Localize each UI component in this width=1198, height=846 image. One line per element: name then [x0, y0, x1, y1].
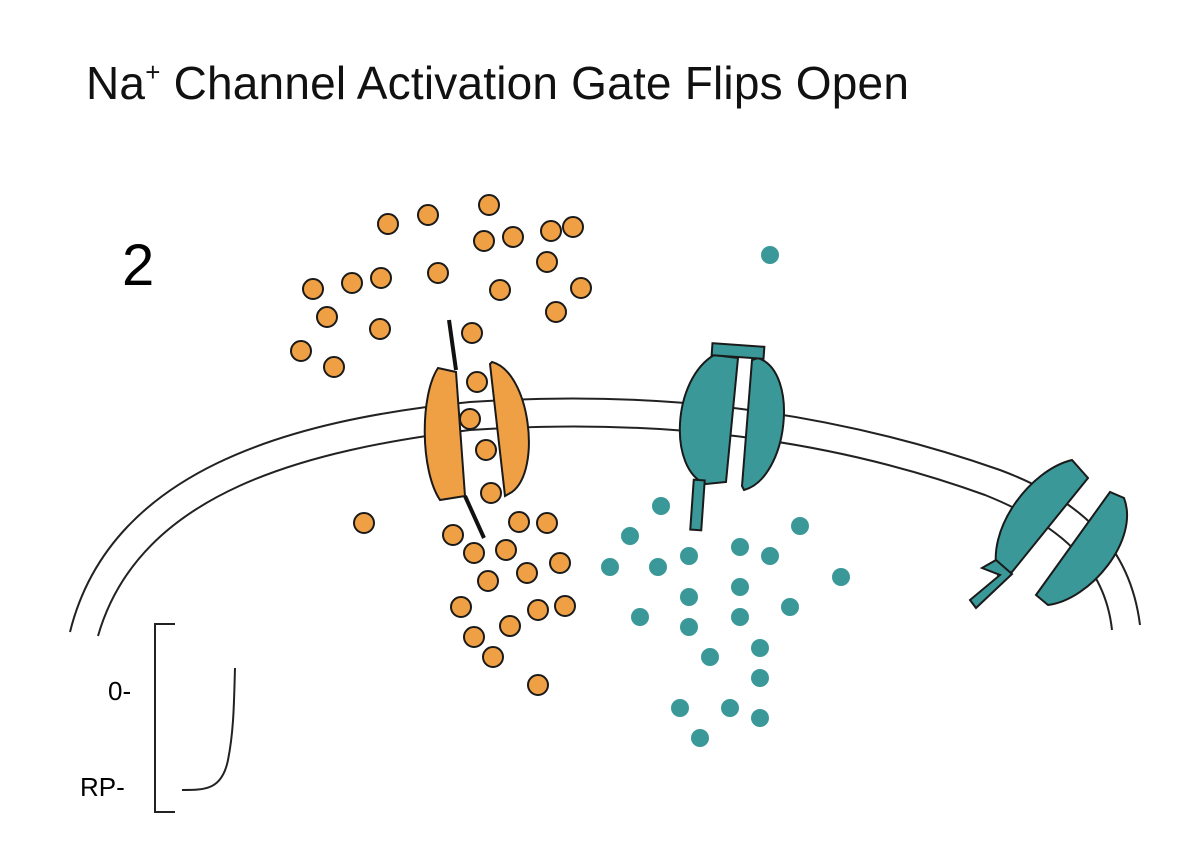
sodium-ion	[499, 615, 521, 637]
sodium-ion	[495, 539, 517, 561]
sodium-ion	[461, 322, 483, 344]
sodium-ion	[554, 595, 576, 617]
potassium-ion	[781, 598, 799, 616]
inactivation-gate	[463, 495, 486, 539]
sodium-ion	[323, 356, 345, 378]
potassium-channel-right	[968, 458, 1128, 610]
sodium-ion	[377, 213, 399, 235]
sodium-ion	[442, 524, 464, 546]
potassium-ion	[680, 547, 698, 565]
activation-gate	[447, 319, 458, 371]
potassium-ion	[680, 588, 698, 606]
sodium-ion	[570, 277, 592, 299]
sodium-ion	[527, 674, 549, 696]
sodium-ion	[562, 216, 584, 238]
sodium-ion	[302, 278, 324, 300]
potassium-ion	[621, 527, 639, 545]
sodium-ion	[463, 542, 485, 564]
title-prefix: Na	[86, 57, 146, 109]
sodium-ion	[427, 262, 449, 284]
potassium-ion	[761, 246, 779, 264]
sodium-ion	[463, 626, 485, 648]
sodium-ion	[536, 251, 558, 273]
sodium-ion	[489, 279, 511, 301]
sodium-ion	[527, 599, 549, 621]
potassium-ion	[691, 729, 709, 747]
potassium-ion	[680, 618, 698, 636]
graph-rest-label: RP-	[80, 772, 125, 802]
sodium-ion	[502, 226, 524, 248]
diagram-title: Na+ Channel Activation Gate Flips Open	[86, 56, 909, 110]
sodium-ion	[477, 570, 499, 592]
potassium-channel-gate	[689, 478, 706, 532]
potassium-ion	[751, 709, 769, 727]
sodium-ion	[508, 511, 530, 533]
membrane-outer-line	[69, 397, 1141, 633]
sodium-ion	[536, 512, 558, 534]
title-rest: Channel Activation Gate Flips Open	[160, 57, 910, 109]
sodium-ion	[353, 512, 375, 534]
sodium-channel-right-subunit	[488, 360, 530, 498]
potassium-ion	[649, 558, 667, 576]
potassium-channel-right-subunit	[740, 356, 785, 492]
potassium-ion	[791, 517, 809, 535]
potassium-ion	[731, 608, 749, 626]
sodium-ion	[473, 230, 495, 252]
sodium-ion	[369, 318, 391, 340]
tilted-channel-gate	[968, 558, 1014, 610]
potassium-ion	[601, 558, 619, 576]
potassium-ion	[652, 497, 670, 515]
sodium-ion	[450, 596, 472, 618]
sodium-ion	[480, 482, 502, 504]
sodium-ion	[545, 301, 567, 323]
potassium-ion	[701, 648, 719, 666]
sodium-ion	[316, 306, 338, 328]
potassium-ion	[751, 639, 769, 657]
title-superscript: +	[145, 57, 161, 87]
potassium-channel-middle	[678, 342, 785, 532]
sodium-ion	[516, 562, 538, 584]
potassium-channel-left-subunit	[678, 353, 740, 486]
potassium-ion	[761, 547, 779, 565]
potassium-ion	[671, 699, 689, 717]
sodium-ion	[290, 340, 312, 362]
step-number: 2	[122, 233, 155, 298]
potassium-ion	[721, 699, 739, 717]
potassium-ion	[631, 608, 649, 626]
sodium-channel	[423, 319, 530, 539]
sodium-ion	[549, 552, 571, 574]
sodium-ion	[540, 220, 562, 242]
voltage-graph	[154, 623, 236, 813]
graph-zero-label: 0-	[108, 676, 132, 706]
voltage-axis-bracket	[154, 623, 175, 813]
membrane-inner-line	[97, 425, 1113, 637]
sodium-ion	[341, 272, 363, 294]
sodium-ion	[482, 646, 504, 668]
potassium-ion	[731, 538, 749, 556]
potassium-ion	[751, 669, 769, 687]
sodium-ions	[290, 194, 592, 696]
voltage-trace	[181, 667, 236, 791]
potassium-ion	[832, 568, 850, 586]
potassium-channel-cap	[710, 342, 766, 360]
potassium-ion	[731, 578, 749, 596]
sodium-ion	[466, 371, 488, 393]
sodium-ion	[478, 194, 500, 216]
tilted-channel-lower-subunit	[1034, 490, 1128, 607]
sodium-ion	[475, 439, 497, 461]
sodium-ion	[370, 267, 392, 289]
sodium-ion	[417, 204, 439, 226]
sodium-ion	[459, 408, 481, 430]
sodium-channel-left-subunit	[423, 366, 467, 502]
potassium-ions	[601, 246, 850, 747]
